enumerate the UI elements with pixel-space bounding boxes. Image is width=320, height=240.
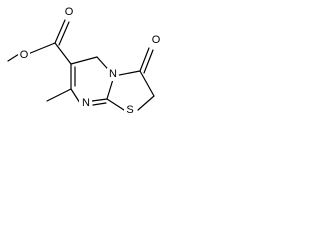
atom-bridgehead-nitrogen: N [109,68,117,80]
atom-ketone-oxygen: O [152,34,161,46]
bond-c8a-n-double-b [92,102,107,106]
bond-c3-ketone-a [139,47,150,72]
atom-ester-oxygen-single: O [20,49,29,61]
bond-s-c8a [106,98,125,111]
bond-c2-s [137,95,155,111]
atom-ester-oxygen-double: O [65,6,74,18]
bond-oxygen-carbonyl-carbon [27,42,56,55]
bond-c6-c5 [70,56,98,65]
bond-carbonyl-double-a [54,19,66,44]
bond-n-c7 [70,88,81,104]
bond-carbonyl-double-b [58,21,70,46]
bond-c7-methyl [46,88,72,102]
atom-ring-nitrogen: N [82,97,90,109]
bond-c3-ketone-b [143,49,154,74]
atom-labels: O O N N O S [18,5,163,117]
atom-sulfur: S [126,104,133,116]
bonds [7,19,155,111]
bond-carbonyl-to-ring [54,42,72,65]
bond-c8a-n-double-a [91,98,108,102]
bond-methyl-oxygen [7,53,20,62]
bond-c3-c2 [139,70,155,97]
chemical-structure-diagram: O O N N O S [7,5,163,117]
